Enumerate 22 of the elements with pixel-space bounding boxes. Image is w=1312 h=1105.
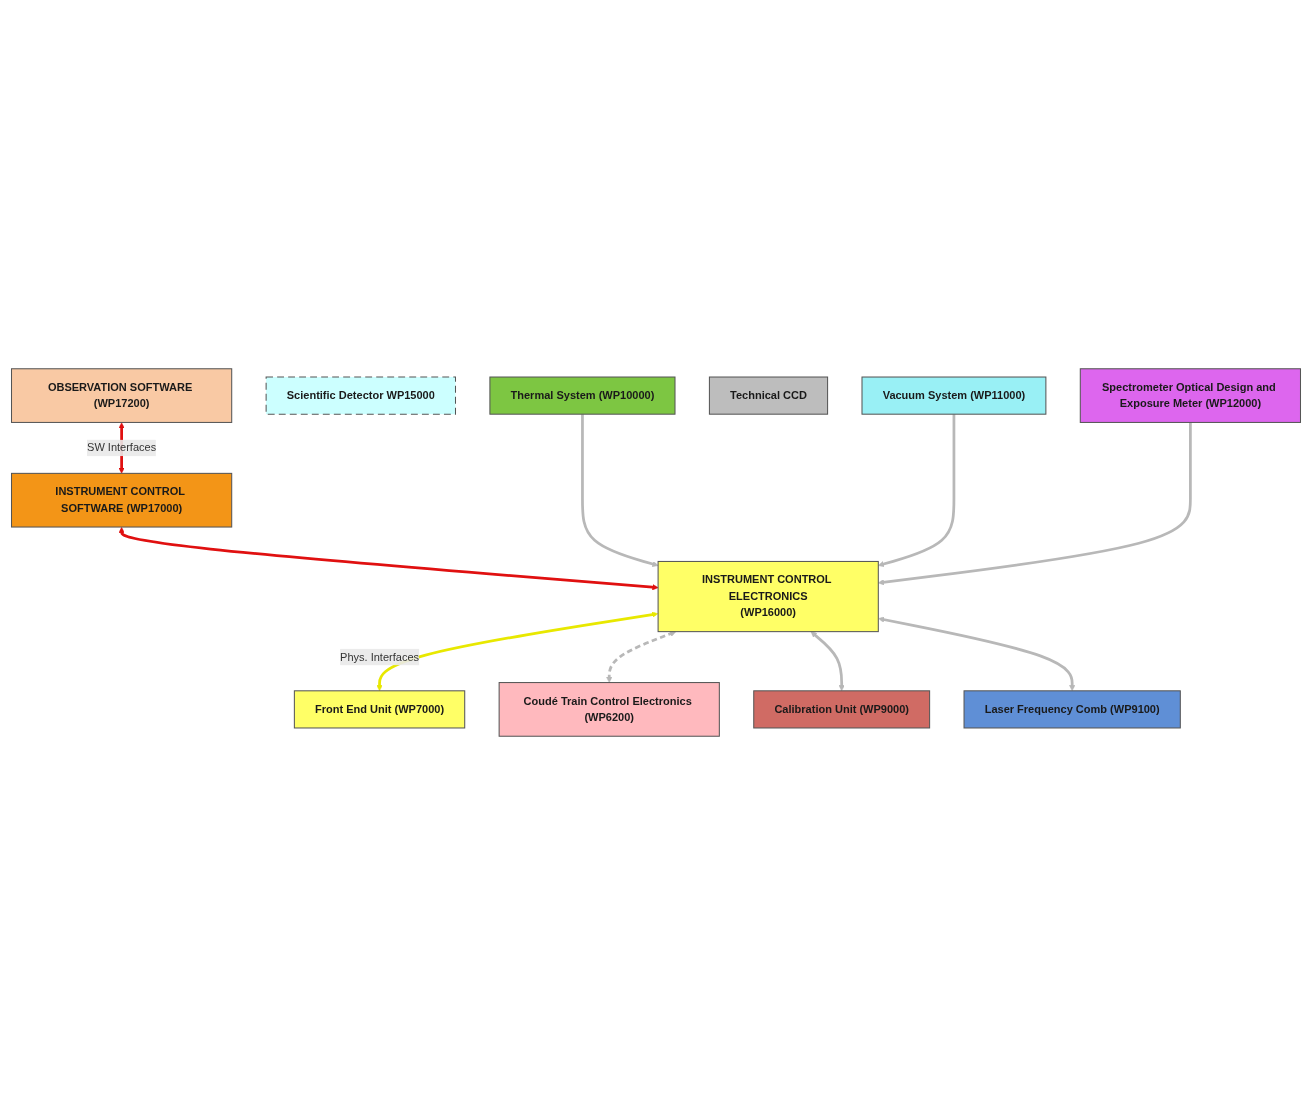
- arrow: [810, 631, 845, 692]
- edge-label: SW Interfaces: [87, 441, 157, 454]
- node-box: Laser Frequency Comb (WP9100): [963, 690, 1181, 729]
- node-box: INSTRUMENT CONTROL ELECTRONICS (WP16000): [657, 560, 879, 633]
- arrow: [581, 414, 659, 567]
- node-box: Front End Unit (WP7000): [293, 690, 466, 729]
- node-box: Scientific Detector WP15000: [265, 376, 456, 415]
- node-box: Calibration Unit (WP9000): [753, 690, 931, 729]
- node-box: Vacuum System (WP11000): [861, 376, 1047, 415]
- node-box: Technical CCD: [708, 376, 829, 415]
- node-box: Thermal System (WP10000): [489, 376, 676, 415]
- arrow: [878, 414, 956, 567]
- node-box: Spectrometer Optical Design and Exposure Meter (WP12000): [1079, 368, 1301, 423]
- arrow: [606, 630, 677, 683]
- arrow: [878, 616, 1076, 692]
- arrow: [118, 527, 659, 591]
- node-box: INSTRUMENT CONTROL SOFTWARE (WP17000): [11, 472, 233, 528]
- arrow: [878, 422, 1192, 586]
- arrow: [376, 611, 659, 692]
- node-box: OBSERVATION SOFTWARE (WP17200): [11, 368, 233, 423]
- edge-label: Phys. Interfaces: [340, 650, 420, 663]
- node-box: Coudé Train Control Electronics (WP6200): [498, 682, 720, 737]
